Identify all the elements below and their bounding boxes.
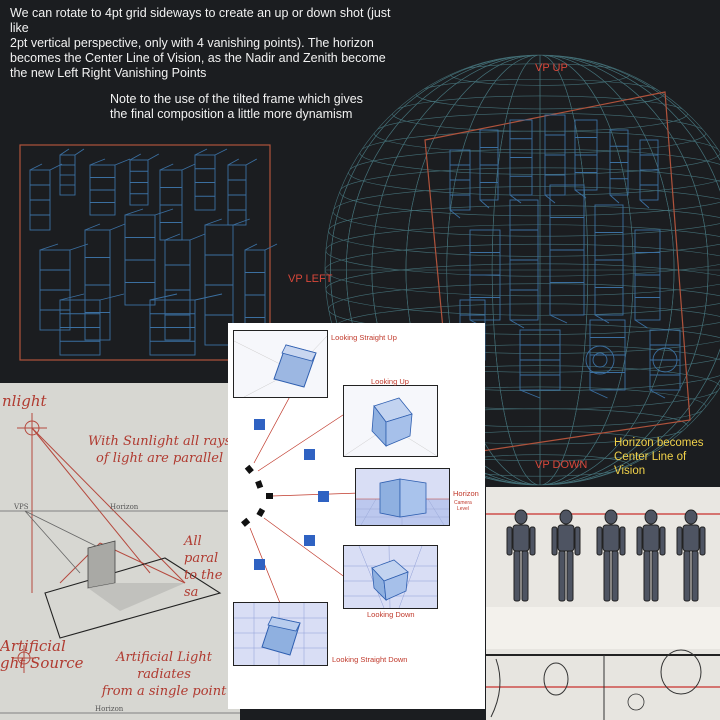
vp-left-label: VP LEFT — [288, 273, 333, 285]
frame-looking-straight-down — [233, 602, 328, 666]
intro-line: the new Left Right Vanishing Points — [10, 66, 207, 80]
note-line: the final composition a little more dyna… — [110, 107, 353, 121]
cube-icon — [344, 397, 437, 456]
figure-drawing — [486, 487, 720, 720]
vps-label: VPS — [14, 503, 29, 511]
label-looking-straight-down: Looking Straight Down — [332, 655, 408, 664]
marker-square — [304, 535, 315, 546]
artificial-note: Artificial Light radiates from a single … — [101, 650, 227, 699]
intro-paragraph: We can rotate to 4pt grid sideways to cr… — [10, 6, 410, 81]
vp-down-label: VP DOWN — [535, 459, 588, 471]
sunlight-title: nlight — [2, 392, 47, 410]
cube-icon — [234, 603, 327, 665]
marker-square — [304, 449, 315, 460]
cube-icon — [234, 335, 327, 397]
horizon-label: Horizon — [110, 503, 139, 511]
note-line: Note to the use of the tilted frame whic… — [110, 92, 363, 106]
label-horizon: Horizon — [453, 489, 479, 498]
label-looking-down: Looking Down — [367, 610, 415, 619]
vp-up-label: VP UP — [535, 62, 568, 74]
horizon-becomes-label: Horizon becomes Center Line of Vision — [614, 437, 704, 477]
sunlight-note: With Sunlight all rays of light are para… — [88, 434, 232, 466]
artificial-title: Artificial ght Source — [0, 637, 84, 672]
wireframe-sphere — [324, 54, 720, 486]
intro-line: We can rotate to 4pt grid sideways to cr… — [10, 6, 391, 35]
marker-square — [318, 491, 329, 502]
marker-square — [254, 419, 265, 430]
camera-angle-chart: Looking Straight Up Looking Up Horizon C… — [228, 323, 485, 709]
marker-square — [254, 559, 265, 570]
sunlight-sheet: nlight With Sunlight all rays of light a… — [0, 383, 240, 720]
frame-looking-up — [343, 385, 438, 457]
frame-looking-down — [343, 545, 438, 609]
frame-looking-straight-up — [233, 330, 328, 398]
note-paragraph: Note to the use of the tilted frame whic… — [110, 92, 410, 122]
left-city-drawing — [19, 144, 278, 361]
cube-icon — [344, 546, 437, 608]
label-camera-level: Camera Level — [454, 500, 472, 512]
horizon-bottom-label: Horizon — [95, 705, 124, 713]
figure-sheet — [486, 487, 720, 720]
label-looking-straight-up: Looking Straight Up — [331, 333, 397, 342]
label-looking-up: Looking Up — [371, 377, 409, 386]
right-city-drawing — [424, 91, 691, 456]
cube-icon — [356, 478, 449, 525]
frame-horizon — [355, 468, 450, 526]
all-parallel-note: All paral to the sa — [184, 534, 223, 600]
intro-line: becomes the Center Line of Vision, as th… — [10, 51, 386, 65]
intro-line: 2pt vertical perspective, only with 4 va… — [10, 36, 374, 50]
sunlight-diagram — [0, 413, 240, 714]
